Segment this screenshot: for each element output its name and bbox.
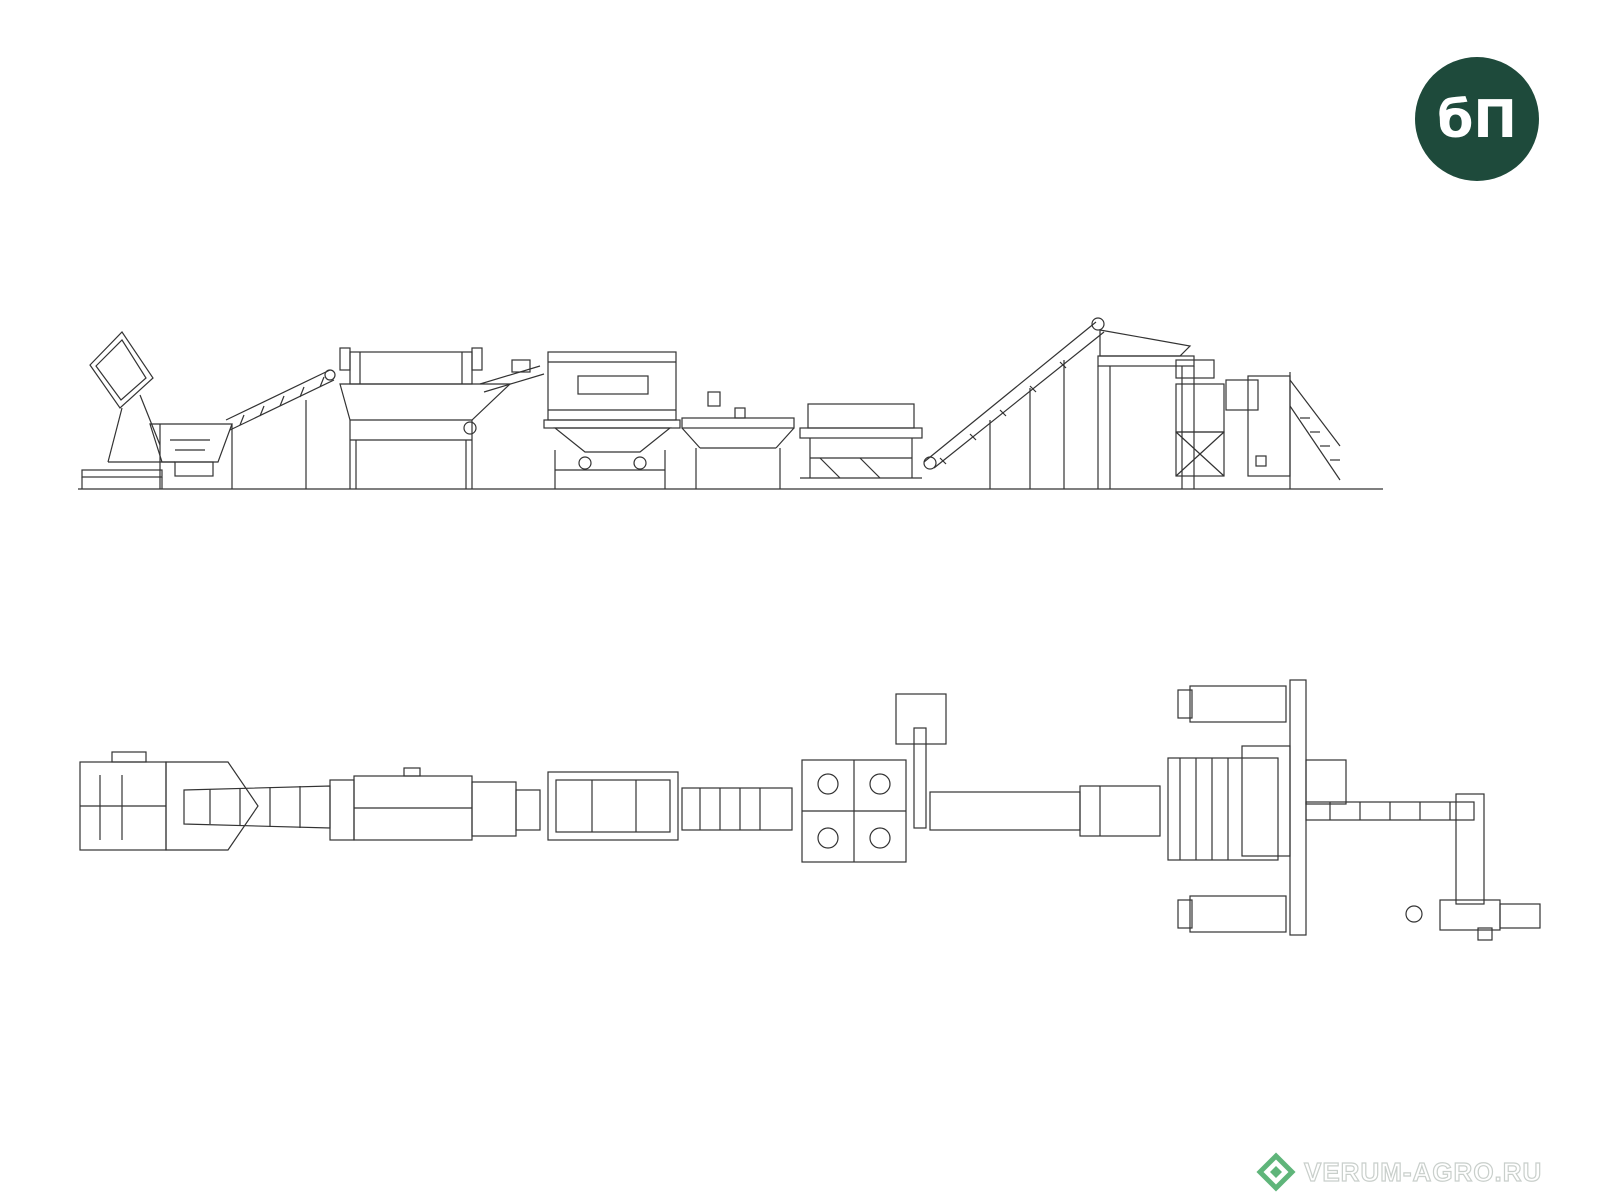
logo-circle <box>1415 57 1539 181</box>
plan-peeler <box>547 771 679 841</box>
logo-glyphs: бП <box>1437 90 1517 150</box>
company-logo: бП <box>1415 57 1539 181</box>
slicer-unit <box>799 403 923 479</box>
elevated-platform <box>1097 329 1195 489</box>
plan-washer <box>329 767 541 841</box>
access-stairs <box>1289 372 1341 489</box>
plan-conveyor-2 <box>929 785 1161 837</box>
watermark-text: VERUM-AGRO.RU <box>1303 1156 1543 1187</box>
plan-outfeed <box>1305 793 1541 941</box>
inclined-conveyor-1 <box>225 369 336 489</box>
diamond-leaf-icon <box>1256 1152 1296 1192</box>
plan-hopper <box>79 751 259 851</box>
weigher-unit <box>1175 359 1291 477</box>
bin-tipper <box>81 331 175 489</box>
plan-packing-area <box>1167 679 1347 936</box>
watermark: VERUM-AGRO.RU <box>1256 1152 1596 1192</box>
drum-washer <box>339 347 512 489</box>
transfer-conveyor <box>479 359 545 393</box>
peeler-machine <box>543 351 681 489</box>
side-elevation-view <box>78 317 1383 490</box>
plan-fryer <box>801 693 947 863</box>
plan-inspection <box>681 787 793 831</box>
plan-view <box>79 679 1541 941</box>
receiving-hopper <box>149 423 233 489</box>
inspection-table <box>681 391 795 489</box>
inclined-elevator <box>923 317 1105 489</box>
